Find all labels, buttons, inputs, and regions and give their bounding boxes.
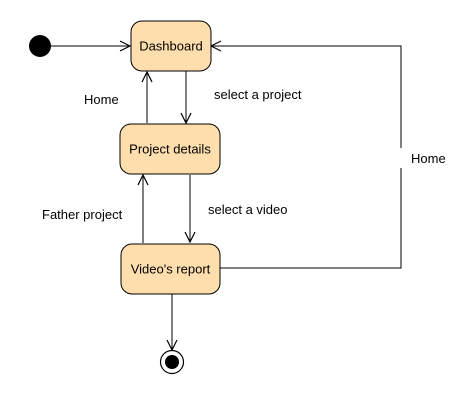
final-node bbox=[159, 349, 185, 375]
label-home-right-bg bbox=[396, 148, 442, 168]
label-home-right: Home bbox=[411, 151, 446, 166]
state-dashboard-label: Dashboard bbox=[139, 39, 203, 54]
label-home-left: Home bbox=[84, 92, 119, 107]
initial-node bbox=[29, 35, 51, 57]
state-videos-report-label: Video's report bbox=[131, 262, 211, 277]
state-dashboard: Dashboard bbox=[130, 20, 212, 72]
state-project-details: Project details bbox=[119, 123, 221, 175]
state-project-details-label: Project details bbox=[129, 142, 211, 157]
label-father-project: Father project bbox=[42, 207, 123, 222]
state-videos-report: Video's report bbox=[120, 243, 221, 295]
label-select-a-video: select a video bbox=[208, 202, 288, 217]
label-select-a-project: select a project bbox=[214, 87, 302, 102]
transition-videos-report-to-dashboard bbox=[211, 46, 402, 269]
